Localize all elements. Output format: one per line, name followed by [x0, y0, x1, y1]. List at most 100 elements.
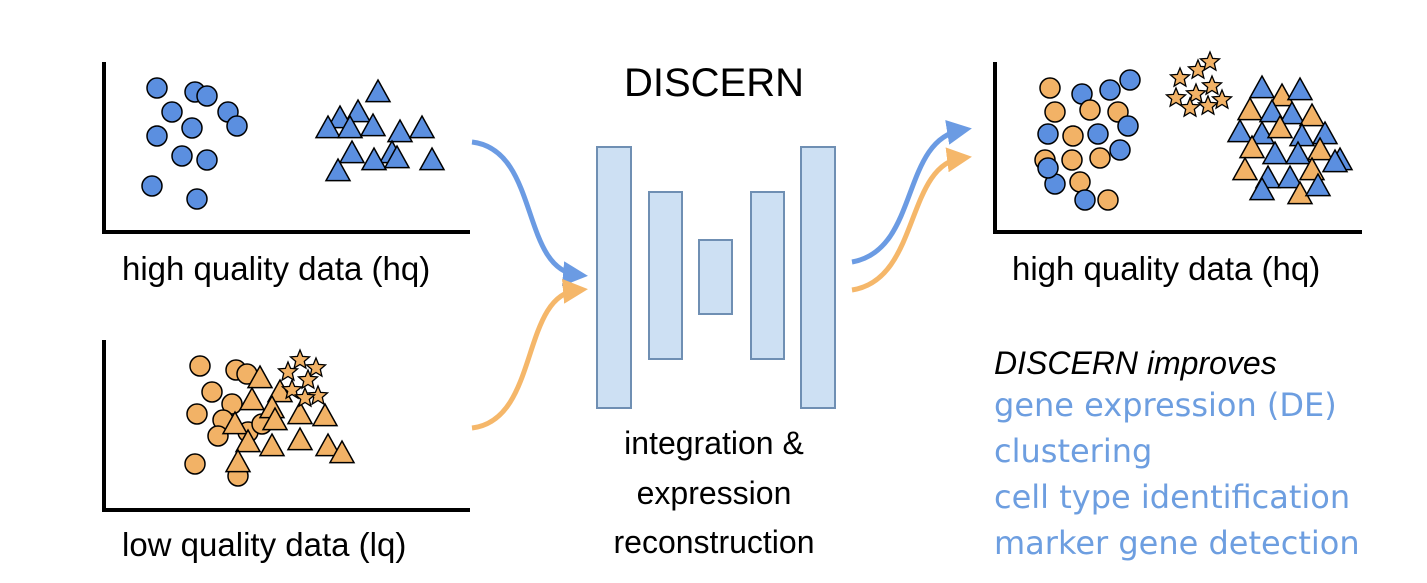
circle-icon	[1039, 77, 1061, 99]
input-hq-markers	[141, 77, 446, 210]
network-caption-line-1: integration &	[624, 425, 804, 461]
star-icon	[288, 348, 312, 370]
input-hq-label: high quality data (hq)	[122, 250, 430, 287]
circle-icon	[1037, 157, 1059, 179]
circle-icon	[189, 355, 211, 377]
triangle-icon	[258, 432, 286, 457]
triangle-icon	[364, 78, 392, 103]
circle-icon	[186, 403, 208, 425]
triangle-icon	[1286, 76, 1314, 101]
star-icon	[1164, 86, 1188, 108]
circle-icon	[1089, 147, 1111, 169]
triangle-icon	[1278, 100, 1306, 125]
circle-icon	[1119, 69, 1141, 91]
triangle-icon	[234, 428, 262, 453]
triangle-icon	[314, 114, 342, 139]
star-icon	[276, 360, 300, 382]
hq-output-arrow	[851, 120, 972, 265]
circle-icon	[1117, 115, 1139, 137]
star-icon	[306, 384, 330, 406]
circle-icon	[196, 85, 218, 107]
circle-icon	[1087, 123, 1109, 145]
triangle-icon	[359, 112, 387, 137]
triangle-icon	[1311, 120, 1339, 145]
hq-input-arrow	[471, 139, 588, 287]
triangle-icon	[1288, 122, 1316, 147]
circle-icon	[161, 101, 183, 123]
triangle-icon	[1258, 98, 1286, 123]
lq-input-arrow	[471, 278, 588, 431]
triangle-icon	[1286, 180, 1314, 205]
circle-icon	[207, 425, 229, 447]
triangle-icon	[314, 432, 342, 457]
star-icon	[296, 368, 320, 390]
circle-icon	[1074, 189, 1096, 211]
decoder-layer-1	[750, 191, 785, 360]
input-lq-panel: low quality data (lq)	[102, 340, 470, 563]
circle-icon	[1062, 125, 1084, 147]
network-caption-line-2: expression	[637, 475, 792, 511]
triangle-icon	[1298, 102, 1326, 127]
network-caption-line-3: reconstruction	[614, 524, 815, 560]
circle-icon	[146, 125, 168, 147]
triangle-icon	[1248, 74, 1276, 99]
triangle-icon	[261, 406, 289, 431]
triangle-icon	[408, 114, 436, 139]
triangle-icon	[1248, 176, 1276, 201]
input-lq-axes	[102, 340, 470, 512]
triangle-icon	[336, 114, 364, 139]
decoder-layer-2	[800, 146, 836, 409]
output-markers	[1034, 50, 1354, 211]
circle-icon	[146, 77, 168, 99]
star-icon	[1184, 82, 1208, 104]
input-lq-markers	[184, 348, 356, 487]
circle-icon	[1069, 171, 1091, 193]
triangle-icon	[360, 146, 388, 171]
triangle-icon	[1321, 148, 1349, 173]
triangle-icon	[418, 146, 446, 171]
triangle-icon	[1238, 134, 1266, 159]
improves-item-cell-type: cell type identification	[994, 478, 1350, 516]
triangle-icon	[1261, 140, 1289, 165]
triangle-icon	[246, 364, 274, 389]
star-icon	[1210, 88, 1234, 110]
triangle-icon	[324, 157, 352, 182]
input-hq-axes	[102, 62, 470, 234]
triangle-icon	[221, 410, 249, 435]
output-label: high quality data (hq)	[1012, 250, 1320, 287]
improves-item-clustering: clustering	[994, 432, 1152, 470]
circle-icon	[181, 117, 203, 139]
circle-icon	[1097, 189, 1119, 211]
improves-heading: DISCERN improves	[994, 345, 1277, 381]
star-icon	[1198, 50, 1222, 72]
triangle-icon	[1231, 156, 1259, 181]
triangle-icon	[1236, 96, 1264, 121]
star-icon	[1196, 94, 1220, 116]
encoder-layer-2	[648, 191, 683, 360]
triangle-icon	[286, 426, 314, 451]
triangle-icon	[1276, 164, 1304, 189]
output-hq-panel: high quality data (hq)	[993, 50, 1362, 287]
circle-icon	[196, 149, 218, 171]
improvements-list: DISCERN improves gene expression (DE) cl…	[994, 345, 1360, 562]
triangle-icon	[1266, 114, 1294, 139]
latent-layer	[698, 239, 733, 315]
encoder-layer-1	[596, 146, 632, 409]
circle-icon	[226, 115, 248, 137]
circle-icon	[1109, 139, 1131, 161]
triangle-icon	[386, 118, 414, 143]
triangle-icon	[1226, 118, 1254, 143]
circle-icon	[1044, 101, 1066, 123]
circle-icon	[171, 145, 193, 167]
circle-icon	[1099, 79, 1121, 101]
triangle-icon	[224, 448, 252, 473]
star-icon	[304, 356, 328, 378]
lq-output-arrow	[851, 147, 972, 293]
circle-icon	[221, 393, 243, 415]
improves-item-marker-gene: marker gene detection	[994, 524, 1360, 562]
triangle-icon	[328, 439, 356, 464]
triangle-icon	[1306, 136, 1334, 161]
triangle-icon	[286, 400, 314, 425]
circle-icon	[1079, 99, 1101, 121]
